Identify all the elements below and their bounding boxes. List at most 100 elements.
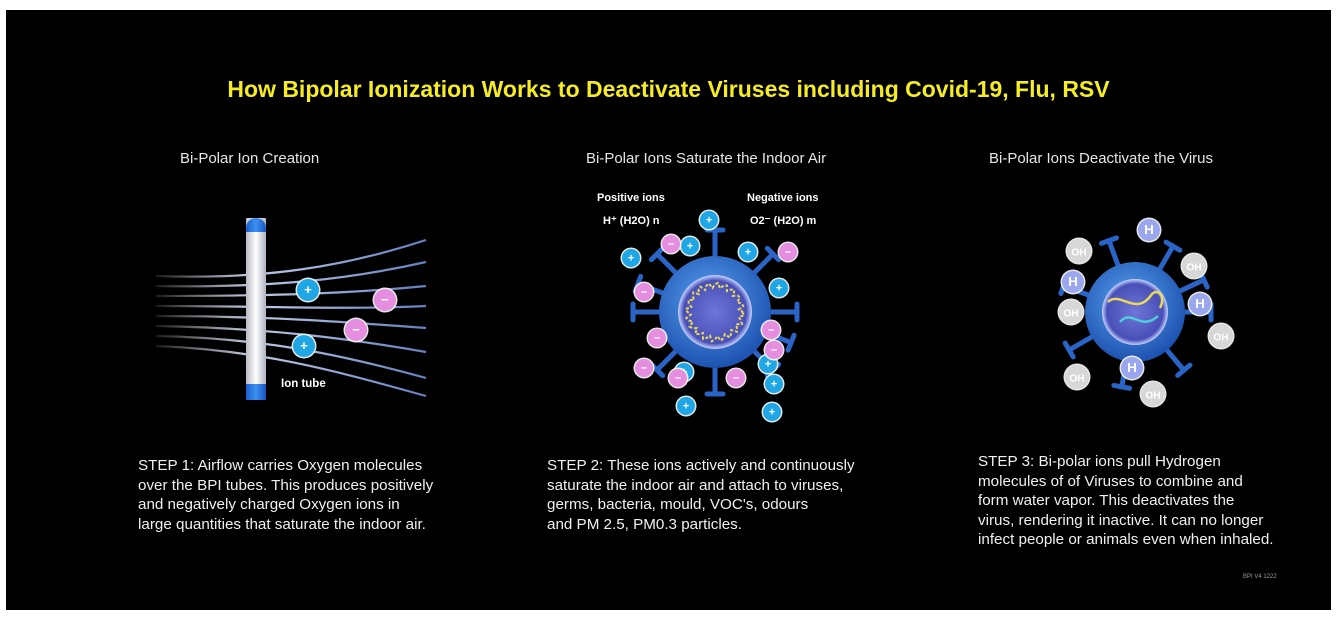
negative-ions-label: Negative ions [747, 192, 819, 204]
svg-text:H: H [1068, 274, 1078, 289]
svg-text:OH: OH [1213, 333, 1228, 344]
svg-text:+: + [304, 282, 312, 297]
negative-ion: − [633, 357, 655, 379]
positive-ions-formula: H⁺ (H2O) n [603, 215, 660, 227]
infographic-panel: How Bipolar Ionization Works to Deactiva… [6, 10, 1331, 610]
svg-text:OH: OH [1069, 374, 1084, 385]
svg-text:OH: OH [1071, 248, 1086, 259]
virus-spike-cap [1062, 340, 1076, 360]
hydrogen-ion: H [1136, 217, 1162, 243]
step2-text: STEP 2: These ions actively and continuo… [547, 457, 855, 533]
hydroxyl-ion: OH [1180, 252, 1208, 280]
svg-text:−: − [771, 344, 777, 356]
positive-ion: + [675, 395, 697, 417]
positive-ion: + [295, 277, 321, 303]
virus-spike [1162, 344, 1187, 373]
negative-ion: − [760, 319, 782, 341]
panel3-heading: Bi-Polar Ions Deactivate the Virus [989, 150, 1213, 167]
positive-ion: + [698, 209, 720, 231]
airflow-line [155, 238, 427, 278]
svg-text:−: − [768, 324, 774, 336]
svg-text:+: + [765, 358, 771, 370]
virus-spike-cap [785, 332, 797, 353]
svg-text:H: H [1144, 222, 1154, 237]
virus-spike [1174, 277, 1207, 296]
hydrogen-ion: H [1060, 269, 1086, 295]
virus-rna-strand [684, 281, 747, 343]
svg-text:OH: OH [1186, 263, 1201, 274]
hydroxyl-ion: OH [1057, 298, 1085, 326]
svg-text:H: H [1127, 360, 1137, 375]
positive-ion: + [763, 373, 785, 395]
svg-text:−: − [668, 238, 674, 250]
panel1-heading: Bi-Polar Ion Creation [180, 150, 320, 167]
svg-text:−: − [641, 362, 647, 374]
negative-ion: − [777, 241, 799, 263]
svg-text:+: + [300, 338, 308, 353]
negative-ion: − [343, 317, 369, 343]
positive-ions-label: Positive ions [597, 192, 665, 204]
virus-rna-strand [1107, 290, 1164, 309]
svg-text:−: − [352, 322, 360, 337]
svg-text:−: − [654, 332, 660, 344]
ion-tube [246, 218, 266, 398]
virus-spike-cap [1111, 382, 1133, 391]
virus-spike [654, 251, 681, 278]
negative-ions-formula: O2⁻ (H2O) m [750, 215, 817, 227]
deactivation-virus [1058, 235, 1214, 391]
negative-ion: − [763, 339, 785, 361]
hydroxyl-ion: OH [1139, 380, 1167, 408]
virus-spike-cap [1175, 362, 1193, 378]
ion-saturation-illustration: ++++++++++−−−−−−−−− [620, 209, 800, 423]
svg-text:+: + [745, 246, 751, 258]
airflow-line [155, 344, 427, 398]
hydroxyl-ion: OH [1065, 237, 1093, 265]
svg-text:+: + [683, 400, 689, 412]
svg-text:−: − [381, 292, 389, 307]
virus-spike-cap [1163, 239, 1183, 253]
airflow-line [155, 314, 427, 330]
footer-code: BPI V4 1222 [1243, 574, 1277, 580]
negative-ion: − [646, 327, 668, 349]
step1-text: STEP 1: Airflow carries Oxygen molecules… [138, 457, 434, 533]
airflow-line [155, 304, 427, 309]
panel2-heading: Bi-Polar Ions Saturate the Indoor Air [586, 150, 827, 167]
negative-ion: − [372, 287, 398, 313]
virus-spike [654, 346, 681, 373]
virus-spike [1106, 238, 1122, 272]
ion-tube-bottom-cap [246, 384, 266, 400]
negative-ion: − [660, 233, 682, 255]
svg-text:−: − [675, 372, 681, 384]
hydrogen-ion: H [1119, 355, 1145, 381]
airflow-line [155, 260, 427, 288]
airflow-line [155, 334, 427, 380]
virus-spike-cap [648, 245, 666, 263]
svg-text:−: − [641, 286, 647, 298]
virus-spike-cap [764, 245, 782, 263]
svg-text:−: − [785, 246, 791, 258]
svg-text:+: + [706, 214, 712, 226]
virus-rna-strand [1119, 315, 1159, 323]
ion-creation-illustration: + + − − [155, 218, 427, 400]
hydroxyl-ion: OH [1063, 363, 1091, 391]
virus-spike [749, 251, 776, 278]
virus-spike [1155, 243, 1176, 275]
positive-ion: + [620, 247, 642, 269]
hydroxyl-ion: OH [1207, 322, 1235, 350]
ion-tube-label: Ion tube [281, 378, 326, 390]
ion-tube-top-cap [246, 218, 266, 232]
svg-text:+: + [628, 252, 634, 264]
negative-ion: − [633, 281, 655, 303]
svg-text:+: + [687, 240, 693, 252]
positive-ion: + [768, 277, 790, 299]
svg-text:+: + [771, 378, 777, 390]
svg-text:+: + [776, 282, 782, 294]
page-title: How Bipolar Ionization Works to Deactiva… [227, 76, 1110, 102]
step3-text: STEP 3: Bi-polar ions pull Hydrogen mole… [978, 453, 1274, 548]
negative-ion: − [725, 367, 747, 389]
svg-text:H: H [1195, 296, 1205, 311]
svg-text:+: + [769, 406, 775, 418]
positive-ion: + [761, 401, 783, 423]
svg-text:−: − [733, 372, 739, 384]
